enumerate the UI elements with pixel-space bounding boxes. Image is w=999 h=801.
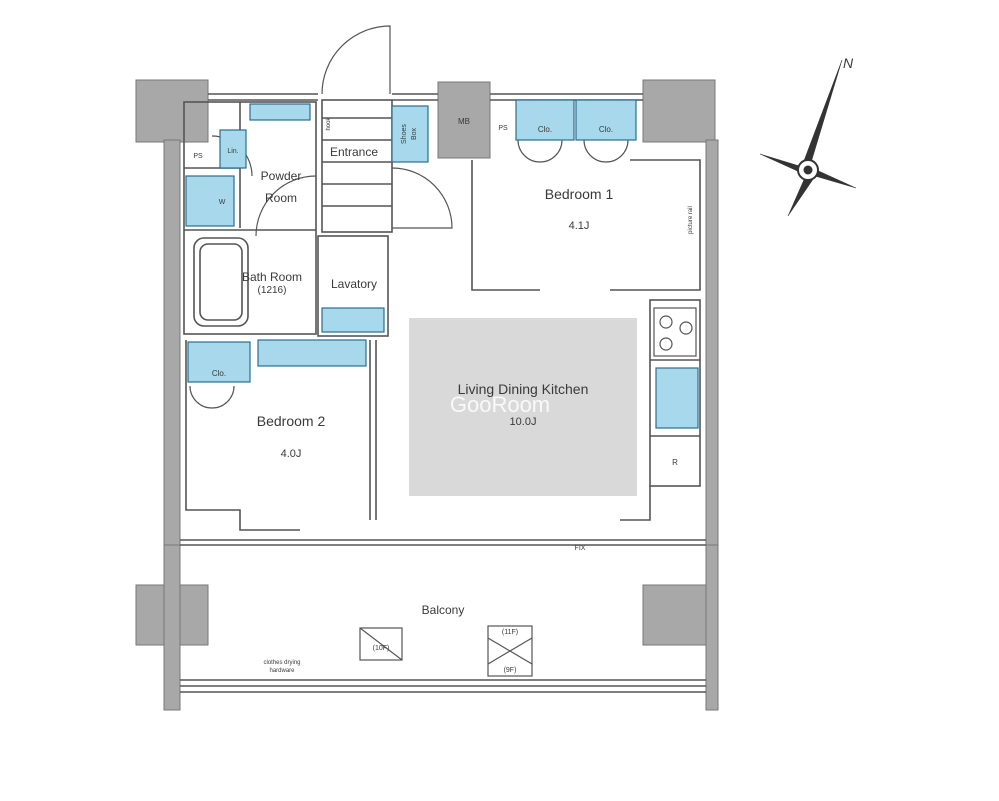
basin: [321, 307, 385, 333]
label-shoes: Shoes: [401, 124, 408, 144]
closet-bedroom1-a: [515, 99, 575, 141]
small-labels: PS PS MB Shoes Box hook Lin. W Clo. Clo.…: [193, 116, 694, 674]
label-bath-room-size: (1216): [258, 285, 287, 296]
column-top-left: [135, 79, 209, 143]
stove: [653, 307, 697, 357]
label-picture-rail: picture rail: [688, 206, 694, 234]
label-mb: MB: [458, 117, 470, 126]
label-ps-1: PS: [193, 153, 203, 160]
wall-left-balcony: [163, 544, 181, 711]
label-bedroom1-size: 4.1J: [569, 220, 590, 232]
column-mid-right: [642, 584, 716, 646]
label-bedroom2: Bedroom 2: [257, 413, 326, 429]
label-lavatory: Lavatory: [331, 277, 377, 291]
washer: [185, 175, 235, 227]
label-powder-room-1: Powder: [261, 169, 302, 183]
label-clothes-drying: clothes drying: [263, 660, 300, 666]
column-top-right: [642, 79, 716, 143]
label-ps-2: PS: [498, 125, 508, 132]
balcony-units: [359, 625, 533, 677]
label-hook: hook: [326, 116, 332, 130]
label-ldk-size: 10.0J: [510, 416, 537, 428]
label-clo-bedroom2: Clo.: [212, 369, 226, 378]
linen-cabinet: [219, 129, 247, 169]
label-bath-room: Bath Room: [242, 270, 302, 284]
watermark-logo: GooRoom: [450, 392, 550, 417]
label-bedroom1: Bedroom 1: [545, 186, 614, 202]
label-fix: FIX: [575, 545, 586, 552]
wall-left-outer: [163, 139, 181, 546]
label-unit-10f: (10F): [373, 645, 390, 652]
ldk-floor: [409, 318, 637, 496]
compass-rose: [759, 59, 857, 217]
closet-bedroom2: [187, 341, 251, 383]
label-balcony: Balcony: [422, 603, 465, 617]
shoes-box: [391, 105, 429, 163]
label-unit-11f: (11F): [502, 629, 518, 636]
label-w: W: [219, 199, 226, 206]
room-labels: Entrance Powder Room Bath Room (1216) La…: [242, 145, 613, 617]
label-unit-9f: (9F): [504, 667, 517, 674]
label-ldk: Living Dining Kitchen: [458, 381, 589, 397]
microwave: [655, 367, 699, 429]
label-clo-b: Clo.: [599, 125, 613, 134]
shelf-bedroom2: [257, 339, 367, 367]
wall-right-balcony: [705, 544, 719, 711]
label-powder-room-2: Room: [265, 191, 297, 205]
label-entrance: Entrance: [330, 145, 378, 159]
label-box: Box: [411, 127, 418, 140]
storage-fixtures: [185, 99, 699, 429]
label-lin: Lin.: [227, 148, 238, 155]
structural-columns: [135, 79, 719, 711]
mb-box: [437, 81, 491, 159]
label-bedroom2-size: 4.0J: [281, 448, 302, 460]
counter-top: [249, 103, 311, 121]
label-clo-a: Clo.: [538, 125, 552, 134]
label-hardware: hardware: [269, 668, 295, 674]
closet-bedroom1-b: [575, 99, 637, 141]
label-refrigerator: R: [672, 458, 678, 467]
wall-right-outer: [705, 139, 719, 546]
compass-north-label: N: [843, 55, 854, 71]
